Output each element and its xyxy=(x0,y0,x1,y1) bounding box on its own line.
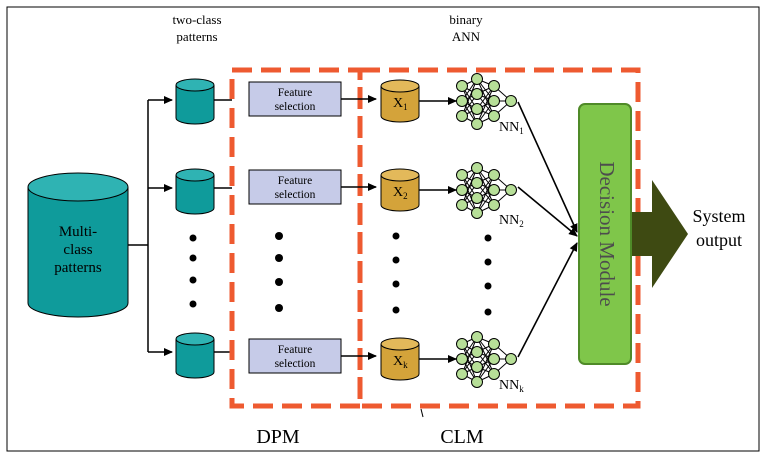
nn-node xyxy=(471,207,483,219)
nn-node xyxy=(488,169,500,181)
nn1-label: NN1 xyxy=(499,120,524,136)
ellipsis-dots-col1 xyxy=(189,234,197,308)
feature-selection-box-k: Feature selection xyxy=(248,338,342,374)
nn-node xyxy=(488,80,500,92)
nn-node xyxy=(488,95,500,107)
branch-connector xyxy=(128,96,173,356)
nn-node xyxy=(488,368,500,380)
x-to-nn-arrows xyxy=(419,97,457,363)
multi-class-label-line1: Multi- xyxy=(59,224,97,240)
binary-ann-label-line1: binary xyxy=(449,12,483,27)
feature-selection-box-1: Feature selection xyxy=(248,81,342,117)
multi-class-label-line3: patterns xyxy=(54,260,102,276)
nn-node xyxy=(488,338,500,350)
nn-node xyxy=(471,118,483,130)
ellipsis-dots-col2 xyxy=(275,232,283,312)
x-cylinder-1 xyxy=(380,79,420,123)
nn-node xyxy=(456,199,468,211)
neural-network-icon-2 xyxy=(456,162,517,219)
nn-node xyxy=(488,184,500,196)
decision-module-label: Decision Module xyxy=(595,161,619,306)
clm-label: CLM xyxy=(440,426,484,448)
nn-node xyxy=(471,192,483,204)
nn-node xyxy=(471,103,483,115)
outer-frame xyxy=(6,6,760,452)
neural-network-icon-1 xyxy=(456,73,517,130)
nn-node xyxy=(456,95,468,107)
tick-mark xyxy=(420,408,424,418)
nn-node xyxy=(505,184,517,196)
feature-selection-label-line2: selection xyxy=(275,101,316,113)
multi-class-label-line2: class xyxy=(63,242,92,258)
output-arrow xyxy=(632,180,688,288)
feature-selection-label-line2: selection xyxy=(275,189,316,201)
feature-selection-label-line1: Feature xyxy=(278,344,312,356)
two-class-cylinder-k xyxy=(175,332,215,379)
nn-node xyxy=(488,353,500,365)
x2-label: X2 xyxy=(393,185,408,201)
nn-node xyxy=(471,73,483,85)
neural-network-icon-k xyxy=(456,331,517,388)
nn-node xyxy=(456,80,468,92)
x-cylinder-k xyxy=(380,337,420,381)
nn-edge xyxy=(461,167,478,206)
nn-node xyxy=(471,376,483,388)
nn-node xyxy=(505,353,517,365)
decision-module-box: Decision Module xyxy=(578,103,632,365)
x1-label: X1 xyxy=(393,96,408,112)
nn-node xyxy=(456,110,468,122)
nn-node xyxy=(456,353,468,365)
nn-to-decision-arrows xyxy=(517,101,578,358)
nnk-label: NNk xyxy=(499,378,524,394)
ellipsis-dots-col4 xyxy=(484,234,492,316)
two-class-cylinder-1 xyxy=(175,78,215,125)
two-class-cylinder-2 xyxy=(175,168,215,215)
nn-node xyxy=(488,110,500,122)
two-class-label-line1: two-class xyxy=(172,12,221,27)
nn-edge xyxy=(461,78,478,117)
feature-selection-box-2: Feature selection xyxy=(248,169,342,205)
system-output-label-line1: System xyxy=(692,206,745,226)
nn-node xyxy=(505,95,517,107)
system-output-label-line2: output xyxy=(696,230,742,250)
x-cylinder-2 xyxy=(380,168,420,212)
nn-node xyxy=(471,361,483,373)
nn-node xyxy=(456,184,468,196)
nn-edge xyxy=(461,336,478,375)
nn-edge xyxy=(476,343,495,383)
nn-edge xyxy=(476,174,495,214)
nn-node xyxy=(471,346,483,358)
two-class-label-line2: patterns xyxy=(176,29,217,44)
ellipsis-dots-col3 xyxy=(392,232,400,314)
nn-node xyxy=(471,331,483,343)
feature-to-x-arrows xyxy=(341,95,377,360)
nn-node xyxy=(456,338,468,350)
feature-selection-label-line1: Feature xyxy=(278,175,312,187)
nn-node xyxy=(456,368,468,380)
binary-ann-label-line2: ANN xyxy=(452,29,481,44)
nn-edge xyxy=(476,85,495,125)
nn-node xyxy=(471,88,483,100)
feature-selection-label-line1: Feature xyxy=(278,87,312,99)
multi-class-patterns-cylinder xyxy=(27,172,129,318)
cylinder-to-dpm-arrows xyxy=(214,99,232,353)
nn-node xyxy=(456,169,468,181)
feature-selection-label-line2: selection xyxy=(275,358,316,370)
xk-label: Xk xyxy=(393,354,408,370)
dpm-label: DPM xyxy=(256,426,300,448)
nn-node xyxy=(471,162,483,174)
nn-node xyxy=(488,199,500,211)
nn2-label: NN2 xyxy=(499,213,524,229)
nn-node xyxy=(471,177,483,189)
